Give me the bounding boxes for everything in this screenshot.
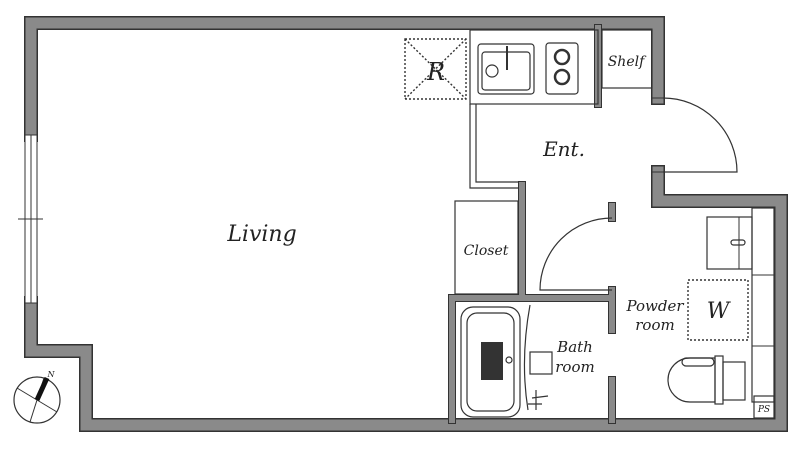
- toilet-icon: [667, 355, 746, 405]
- room-label-entrance: Ent.: [542, 137, 585, 161]
- room-label-bath-line1: Bath: [556, 338, 593, 356]
- pipe-space-label: PS: [757, 405, 770, 415]
- washer-label: W: [707, 299, 732, 324]
- window: [18, 134, 43, 304]
- powder-room-door[interactable]: [539, 217, 613, 291]
- powder-room-cabinet: [751, 207, 775, 403]
- room-label-powder-line2: room: [635, 316, 674, 334]
- entry-door[interactable]: [652, 97, 738, 173]
- refrigerator-space: [404, 38, 467, 100]
- bath-shelf: [529, 351, 553, 375]
- room-label-closet: Closet: [464, 243, 509, 259]
- room-label-powder-line1: Powder: [625, 297, 684, 315]
- sink-icon: [477, 43, 535, 95]
- outer-walls: [24, 16, 788, 432]
- shower-faucet-icon: [528, 390, 549, 410]
- washer-space: [687, 279, 749, 341]
- room-label-shelf: Shelf: [608, 54, 647, 70]
- stove-icon: [545, 42, 579, 95]
- pipe-space: [753, 395, 775, 419]
- compass-north-label: N: [47, 370, 56, 379]
- room-label-living: Living: [226, 222, 296, 247]
- bathroom-door[interactable]: [523, 304, 531, 411]
- shelf: [601, 29, 653, 89]
- closet: [454, 200, 519, 295]
- kitchen-counter: [469, 29, 599, 105]
- entrance-step: [469, 104, 519, 189]
- room-label-bath-line2: room: [555, 358, 594, 376]
- compass-icon: [13, 376, 61, 424]
- washbasin-icon: [706, 216, 753, 270]
- refrigerator-label: R: [426, 58, 445, 86]
- bathtub-icon: [460, 306, 521, 418]
